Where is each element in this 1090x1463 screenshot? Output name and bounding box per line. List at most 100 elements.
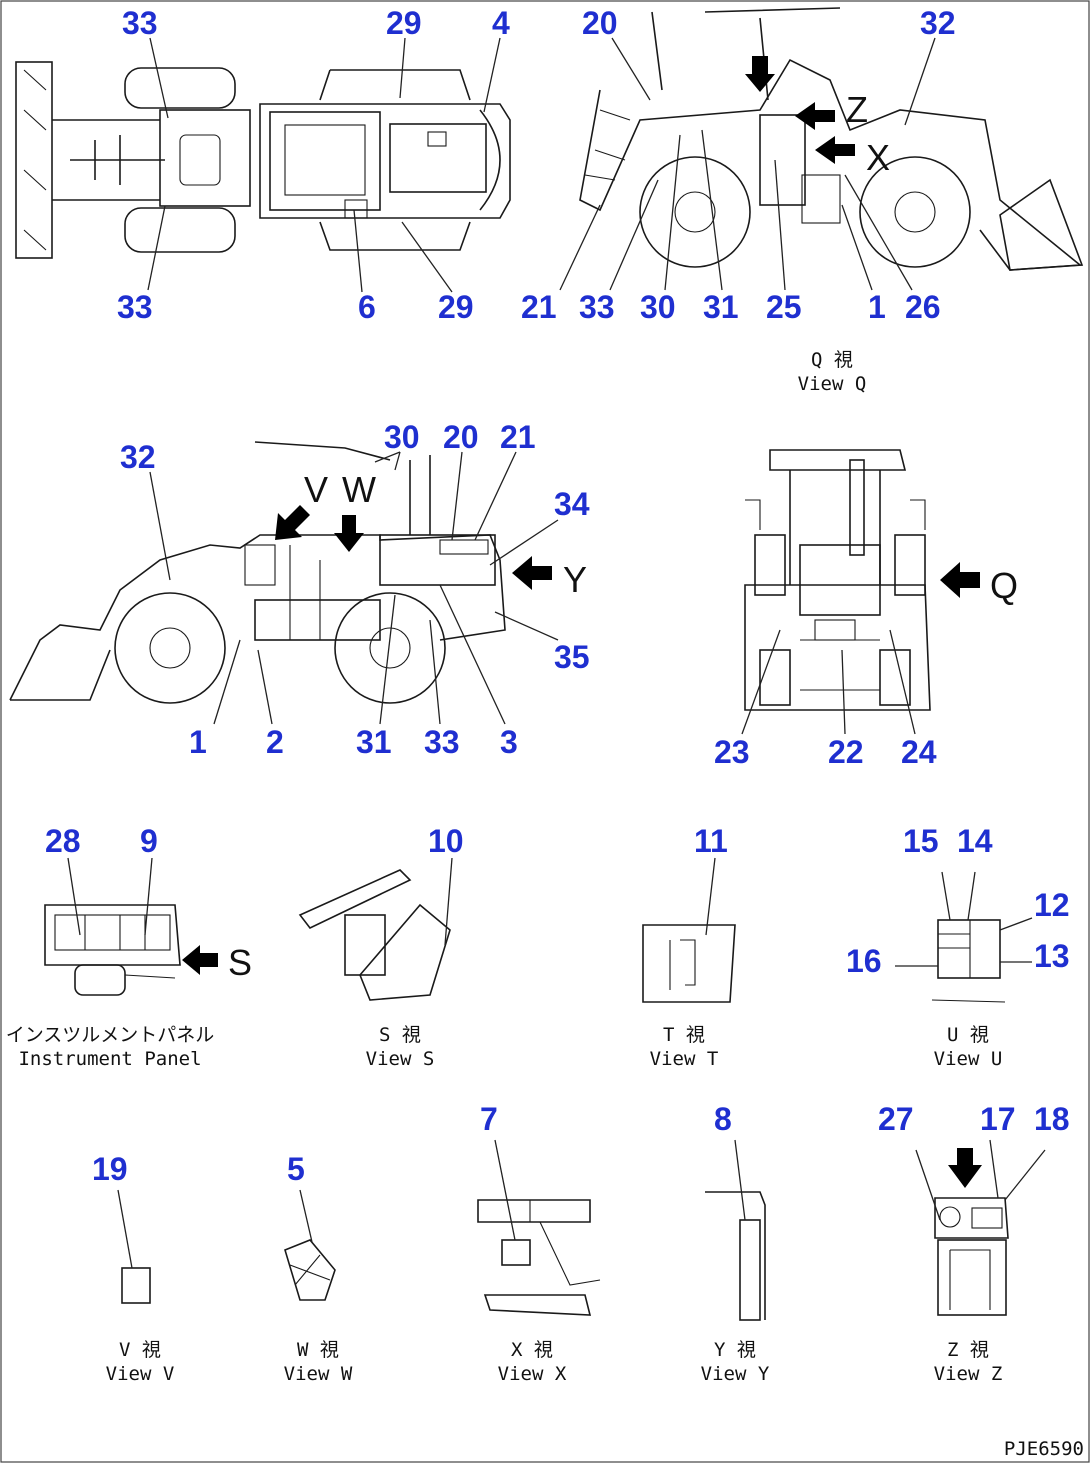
caption-text: W 視 (297, 1339, 339, 1361)
callout-label: 6 (358, 289, 376, 325)
arrow-left-icon (815, 136, 855, 164)
callout-label: 29 (386, 5, 422, 41)
view-q-drawing (579, 7, 1084, 271)
left-side-leaders (149, 451, 559, 725)
view-u-callouts: 15 14 12 16 13 (846, 823, 1070, 979)
view-letter-y: Y (563, 559, 587, 600)
callout-label: 2 (266, 724, 284, 760)
callout-label: 19 (92, 1151, 128, 1187)
caption-text: U 視 (947, 1024, 989, 1046)
left-side-arrows: V W Y (275, 469, 587, 600)
callout-label: 30 (640, 289, 676, 325)
view-q-leaders (559, 37, 936, 291)
arrow-down-icon (745, 56, 775, 92)
callout-label: 26 (905, 289, 941, 325)
view-q-arrows: Z X (745, 56, 890, 178)
callout-label: 11 (694, 823, 728, 859)
callout-label: 13 (1034, 938, 1070, 974)
view-q-callouts: 20 32 21 33 30 31 25 1 26 (521, 5, 956, 325)
caption-text: Y 視 (714, 1339, 756, 1361)
left-side-callouts: 30 20 21 32 34 35 1 2 31 33 3 (120, 419, 590, 760)
view-q-caption: Q 視 View Q (798, 349, 867, 395)
callout-label: 4 (492, 5, 510, 41)
view-t-drawing (642, 924, 736, 1003)
view-z-drawing (934, 1197, 1009, 1316)
view-u-leaders (895, 871, 1033, 967)
top-view-callouts: 33 29 4 33 6 29 (117, 5, 510, 325)
callout-label: 1 (868, 289, 886, 325)
callout-label: 24 (901, 734, 937, 770)
callout-label: 3 (500, 724, 518, 760)
caption-text: View W (284, 1363, 353, 1385)
callout-label: 32 (120, 439, 156, 475)
caption-text: Q 視 (811, 349, 853, 371)
callout-label: 33 (117, 289, 153, 325)
view-letter-w: W (342, 469, 376, 510)
callout-label: 33 (424, 724, 460, 760)
callout-label: 17 (980, 1101, 1016, 1137)
top-view-leaders (147, 37, 501, 293)
callout-label: 25 (766, 289, 802, 325)
callout-label: 22 (828, 734, 864, 770)
caption-text: View U (934, 1048, 1003, 1070)
caption-text: Z 視 (947, 1339, 989, 1361)
arrow-left-icon (795, 102, 835, 130)
top-view-drawing (15, 61, 511, 259)
caption-text: T 視 (663, 1024, 705, 1046)
callout-label: 20 (582, 5, 618, 41)
view-w-drawing (284, 1239, 336, 1301)
callout-label: 21 (521, 289, 557, 325)
view-x-drawing (477, 1199, 601, 1316)
callout-label: 8 (714, 1101, 732, 1137)
caption-text: View X (498, 1363, 567, 1385)
callout-label: 16 (846, 943, 882, 979)
view-s-drawing (298, 869, 451, 1001)
arrow-left-icon (182, 945, 218, 975)
callout-label: 32 (920, 5, 956, 41)
callout-label: 5 (287, 1151, 305, 1187)
caption-text: View T (650, 1048, 719, 1070)
caption-text: Instrument Panel (18, 1048, 201, 1070)
rear-view-leaders (741, 629, 916, 735)
caption-text: View Y (701, 1363, 770, 1385)
arrow-down-icon (334, 515, 364, 552)
callout-label: 35 (554, 639, 590, 675)
callout-label: 30 (384, 419, 420, 455)
drawing-reference-code: PJE6590 (1004, 1438, 1084, 1460)
callout-label: 12 (1034, 887, 1070, 923)
arrow-left-icon (940, 562, 980, 598)
view-letter-q: Q (990, 565, 1018, 606)
view-letter-x: X (866, 137, 890, 178)
callout-label: 21 (500, 419, 536, 455)
callout-label: 15 (903, 823, 939, 859)
callout-label: 29 (438, 289, 474, 325)
callout-label: 33 (579, 289, 615, 325)
caption-text: インスツルメントパネル (6, 1024, 215, 1046)
caption-text: View S (366, 1048, 435, 1070)
callout-label: 34 (554, 486, 590, 522)
callout-label: 9 (140, 823, 158, 859)
callout-label: 23 (714, 734, 750, 770)
callout-label: 27 (878, 1101, 914, 1137)
caption-text: View Q (798, 373, 867, 395)
view-y-drawing (705, 1191, 766, 1321)
view-letter-z: Z (846, 89, 868, 130)
caption-text: V 視 (119, 1339, 161, 1361)
view-v-drawing (121, 1267, 151, 1304)
callout-label: 31 (703, 289, 739, 325)
rear-view-arrows: Q (940, 562, 1018, 606)
arrow-down-left-icon (275, 505, 310, 540)
view-letter-v: V (304, 469, 328, 510)
callout-label: 1 (189, 724, 207, 760)
rear-view-callouts: 23 22 24 (714, 734, 937, 770)
arrow-left-icon (512, 556, 552, 590)
caption-text: View V (106, 1363, 175, 1385)
callout-label: 20 (443, 419, 479, 455)
callout-label: 33 (122, 5, 158, 41)
view-letter-s: S (228, 942, 252, 983)
callout-label: 7 (480, 1101, 498, 1137)
callout-label: 18 (1034, 1101, 1070, 1137)
view-u-drawing (931, 919, 1006, 1003)
